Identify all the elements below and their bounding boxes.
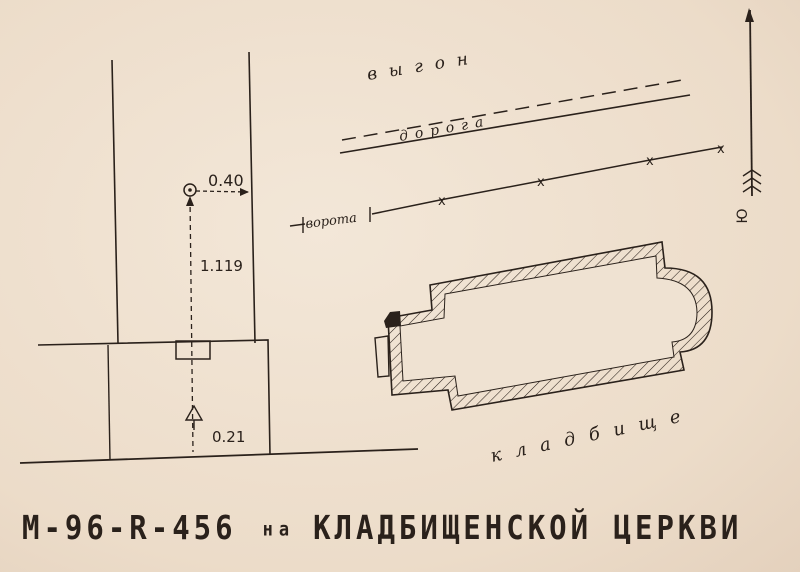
base-dimension-label: 0.21 [212, 428, 245, 446]
church-footprint [374, 241, 713, 411]
fence-cross-1: x [438, 194, 446, 209]
mark-location-black [384, 311, 401, 328]
foundation-outline [37, 339, 271, 456]
road-solid-edge [339, 94, 691, 154]
fence-cross-3: x [646, 154, 654, 169]
base-triangle-marker [184, 404, 204, 421]
caption-preposition: на [262, 518, 296, 542]
fence-line [371, 146, 723, 215]
mark-plate [175, 340, 211, 360]
offset-arrowhead [240, 188, 249, 196]
offset-dimension-label: 0.40 [208, 171, 244, 190]
caption-mark-id: М-96-R-456 [22, 508, 237, 548]
pasture-label: выгон [366, 47, 481, 85]
pillar-left-edge [111, 59, 119, 344]
pillar-right-edge [248, 51, 256, 344]
fence-cross-2: x [537, 175, 545, 190]
height-arrowhead [186, 196, 194, 206]
north-arrow-label: Ю [735, 208, 751, 223]
road-dashed-edge [341, 78, 689, 141]
foundation-divider [107, 344, 111, 461]
church-porch [374, 335, 390, 378]
road-label: дорога [398, 113, 492, 145]
north-arrow-shaft [749, 9, 753, 197]
north-arrow: Ю [735, 8, 762, 224]
caption-location: КЛАДБИЩЕНСКОЙ ЦЕРКВИ [313, 508, 743, 548]
height-dimension-line [189, 197, 194, 453]
cemetery-label: кладбище [489, 403, 696, 467]
offset-dimension-line [195, 190, 249, 193]
benchmark-dimensions: 0.40 1.119 0.21 [183, 171, 249, 453]
wall-elevation [19, 51, 419, 464]
height-dimension-label: 1.119 [200, 257, 243, 275]
north-arrowhead [745, 8, 754, 22]
benchmark-center-dot [188, 188, 192, 192]
caption: М-96-R-456 на КЛАДБИЩЕНСКОЙ ЦЕРКВИ [22, 508, 782, 563]
church-interior [399, 255, 698, 397]
north-arrow-feathers [742, 169, 762, 193]
fence-cross-4: x [717, 142, 725, 157]
site-plan: выгон дорога ворота x x x x кладбище Ю [289, 8, 762, 467]
ground-line [19, 448, 419, 464]
gate-label: ворота [305, 211, 358, 232]
